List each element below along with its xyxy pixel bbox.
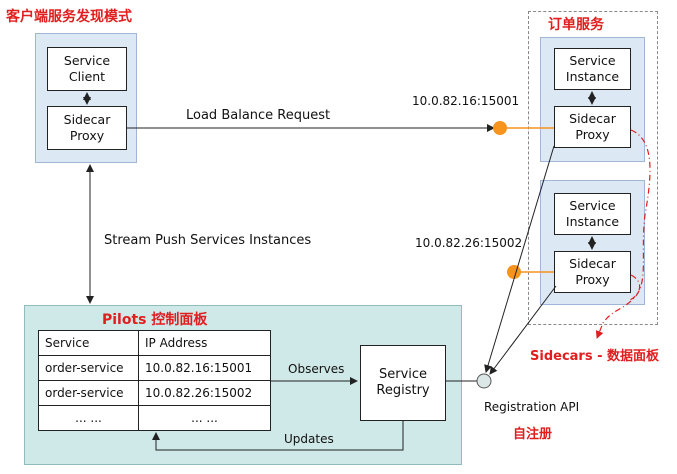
registration-api-endpoint (476, 373, 492, 389)
sidecar2-endpoint-dot (507, 265, 521, 279)
sidecars-callout-curve (595, 129, 651, 339)
table-cell: 10.0.82.16:15001 (138, 355, 271, 381)
service-client-box[interactable]: Service Client (47, 47, 127, 91)
sidecar2-register-arrow (489, 285, 557, 375)
table-header-row: Service IP Address (38, 330, 271, 356)
sidecar1-endpoint-dot (493, 121, 507, 135)
table-header-ip: IP Address (138, 330, 271, 356)
table-cell: order-service (38, 355, 139, 381)
self-register-label: 自注册 (513, 427, 553, 442)
ip-label-1: 10.0.82.16:15001 (412, 94, 520, 108)
service-instance-box-1[interactable]: Service Instance (554, 48, 631, 90)
client-discovery-title: 客户端服务发现模式 (6, 9, 132, 25)
registration-api-label: Registration API (484, 400, 580, 414)
service-registry-table: Service IP Address order-service 10.0.82… (38, 330, 271, 431)
instance-sidecar-proxy-box-1[interactable]: Sidecar Proxy (554, 106, 631, 148)
order-service-group (528, 11, 658, 325)
table-cell: 10.0.82.26:15002 (138, 380, 271, 406)
sidecar1-register-arrow (484, 145, 555, 373)
sidecars-callout-curve-2 (629, 274, 641, 301)
updates-label: Updates (284, 432, 334, 446)
table-header-service: Service (38, 330, 139, 356)
table-cell: ... ... (38, 405, 139, 431)
service-registry-box[interactable]: Service Registry (360, 345, 446, 421)
client-sidecar-proxy-box[interactable]: Sidecar Proxy (47, 106, 127, 150)
pilots-title: Pilots 控制面板 (102, 312, 208, 328)
table-cell: ... ... (138, 405, 271, 431)
stream-push-label: Stream Push Services Instances (104, 233, 312, 248)
service-instance-box-2[interactable]: Service Instance (554, 193, 631, 235)
ip-label-2: 10.0.82.26:15002 (415, 236, 523, 250)
table-row[interactable]: order-service 10.0.82.26:15002 (38, 380, 271, 406)
load-balance-label: Load Balance Request (186, 108, 331, 123)
instance-sidecar-proxy-box-2[interactable]: Sidecar Proxy (554, 251, 631, 293)
order-service-title: 订单服务 (548, 17, 604, 33)
observes-label: Observes (288, 362, 345, 376)
table-row[interactable]: ... ... ... ... (38, 405, 271, 431)
table-row[interactable]: order-service 10.0.82.16:15001 (38, 355, 271, 381)
updates-arrow (152, 421, 404, 451)
sidecars-plane-label: Sidecars - 数据面板 (530, 349, 660, 364)
